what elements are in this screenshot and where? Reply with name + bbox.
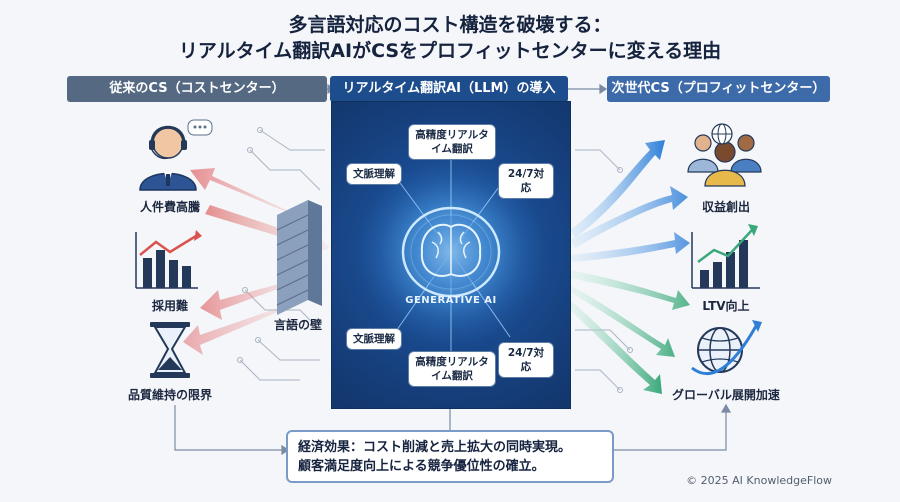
- label-revenue: 収益創出: [701, 200, 750, 214]
- label-language-wall: 言語の壁: [273, 318, 322, 332]
- globe-icon: [691, 320, 762, 375]
- label-hiring-difficulty: 採用難: [151, 299, 188, 313]
- bubble-bottom-context: 文脈理解: [346, 328, 402, 350]
- bottom-connector: [174, 403, 732, 456]
- right-circuit-lines: [575, 149, 633, 393]
- label-global-expansion: グローバル展開加速: [672, 388, 780, 402]
- header-ai-introduction: リアルタイム翻訳AI（LLM）の導入: [330, 76, 568, 102]
- effect-line2: 顧客満足度向上による競争優位性の確立。: [298, 459, 545, 474]
- left-circuit-lines: [237, 127, 325, 381]
- operator-headset-icon: [139, 119, 213, 191]
- bubble-bottom-accuracy: 高精度リアルタイム翻訳: [408, 351, 496, 387]
- bubble-bottom-always: 24/7対応: [498, 342, 554, 378]
- copyright-text: © 2025 AI KnowledgeFlow: [686, 474, 832, 487]
- ai-brain-graphic: [356, 157, 546, 352]
- label-quality-limit: 品質維持の限界: [127, 388, 212, 402]
- header-next-gen-cs: 次世代CS（プロフィットセンター）: [607, 76, 830, 102]
- ai-center-panel: GENERATIVE AI 高精度リアルタイム翻訳 文脈理解 24/7対応 文脈…: [331, 101, 571, 409]
- growth-arrows: [568, 140, 690, 394]
- bubble-top-always: 24/7対応: [498, 163, 554, 199]
- page-title-line1: 多言語対応のコスト構造を破壊する：: [288, 14, 612, 36]
- economic-effect-box: 経済効果：コスト削減と売上拡大の同時実現。 顧客満足度向上による競争優位性の確立…: [286, 430, 614, 483]
- label-labor-cost: 人件費高騰: [139, 200, 200, 214]
- generative-ai-label: GENERATIVE AI: [405, 295, 497, 306]
- people-group-icon: [687, 123, 762, 187]
- bubble-top-context: 文脈理解: [346, 163, 402, 185]
- bubble-top-accuracy: 高精度リアルタイム翻訳: [408, 124, 496, 160]
- hourglass-icon: [150, 322, 190, 378]
- growth-chart-icon: [691, 224, 760, 289]
- label-ltv: LTV向上: [702, 299, 750, 313]
- header-traditional-cs: 従来のCS（コストセンター）: [67, 76, 327, 102]
- effect-line1: 経済効果：コスト削減と売上拡大の同時実現。: [298, 440, 572, 455]
- declining-chart-icon: [135, 230, 202, 289]
- page-title-line2: リアルタイム翻訳AIがCSをプロフィットセンターに変える理由: [178, 40, 722, 62]
- brick-wall-icon: [276, 200, 322, 315]
